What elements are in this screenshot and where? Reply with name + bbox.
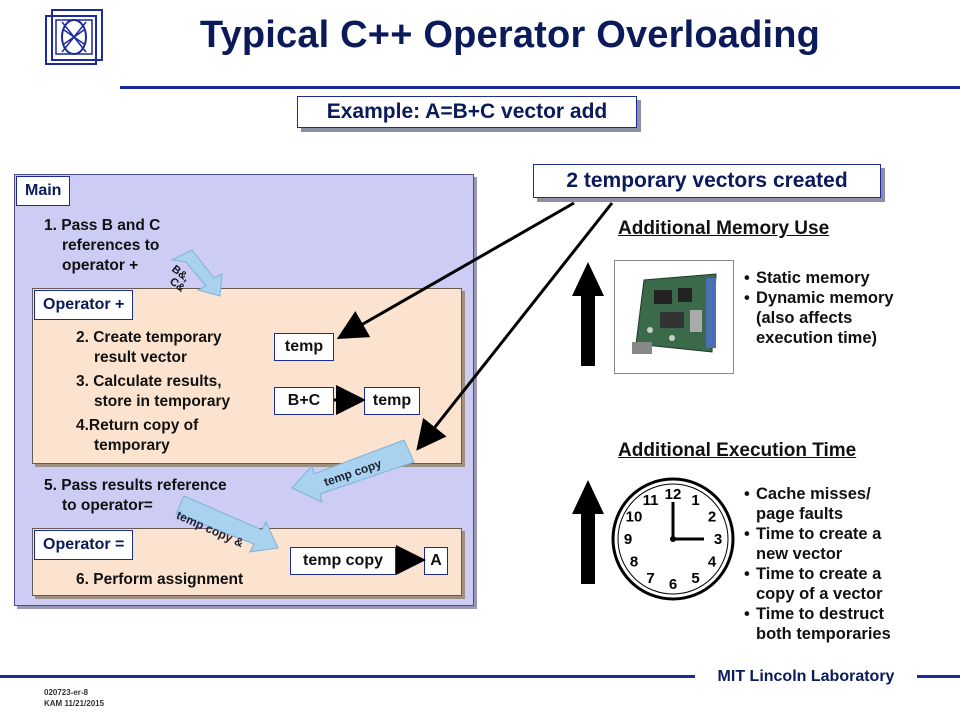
clock-number: 2 — [708, 509, 716, 526]
example-label: Example: A=B+C vector add — [297, 96, 637, 128]
operator-plus-tab: Operator + — [34, 290, 134, 320]
memory-heading: Additional Memory Use — [618, 218, 830, 239]
ref-ribbon-arrow — [170, 249, 223, 297]
clock-number: 7 — [646, 570, 654, 587]
temp-copy-ribbon-arrow — [291, 439, 415, 503]
step-6-text: 6. Perform assignment — [76, 571, 244, 588]
memory-up-arrow — [572, 262, 604, 366]
execution-bullets: Cache misses/page faults Time to create … — [744, 484, 891, 644]
title-rule — [120, 86, 960, 89]
step-5-text: 5. Pass results reference to operator= — [44, 477, 227, 514]
clock-number: 6 — [669, 576, 677, 593]
memory-bullet-dynamic: Dynamic memory (also affects execution t… — [744, 288, 894, 348]
clock-number: 5 — [691, 570, 699, 587]
step-4-text: 4.Return copy of temporary — [76, 417, 199, 454]
clock-number: 8 — [630, 554, 638, 571]
temp-cell: temp — [274, 333, 334, 361]
lab-name: MIT Lincoln Laboratory — [695, 667, 917, 687]
operator-assign-tab: Operator = — [34, 530, 134, 560]
time-up-arrow — [572, 480, 604, 584]
temp-arrow-1 — [336, 201, 575, 339]
step-1-text: 1. Pass B and C references to operator + — [44, 217, 161, 274]
temp-copy-ref-ribbon-arrow — [175, 495, 279, 553]
execution-bullet-cache: Cache misses/page faults — [744, 484, 891, 524]
slide-code: 020723-er-8 — [44, 688, 89, 697]
main-tab: Main — [16, 176, 71, 206]
clock-number: 10 — [626, 509, 643, 526]
step-2-text: 2. Create temporary result vector — [76, 329, 222, 366]
temp-result-cell: temp — [364, 387, 420, 415]
clock-number: 4 — [708, 554, 717, 571]
sum-cell: B+C — [274, 387, 334, 415]
clock-number: 9 — [624, 531, 632, 548]
clock-number: 11 — [643, 492, 659, 509]
temp-arrow-2 — [416, 202, 614, 451]
memory-bullet-static: Static memory — [744, 268, 894, 288]
circuit-board-image — [614, 260, 734, 374]
step-3-text: 3. Calculate results, store in temporary — [76, 373, 231, 410]
memory-bullets: Static memory Dynamic memory (also affec… — [744, 268, 894, 348]
lincoln-lab-logo — [45, 9, 103, 65]
clock-number: 12 — [665, 486, 682, 503]
temporaries-label: 2 temporary vectors created — [533, 164, 881, 198]
temp-copy-cell: temp copy — [290, 547, 396, 575]
a-cell: A — [424, 547, 448, 575]
execution-heading: Additional Execution Time — [618, 440, 857, 461]
slide-title: Typical C++ Operator Overloading — [199, 14, 821, 56]
slide-author-date: KAM 11/21/2015 — [44, 699, 105, 708]
footer-rule — [0, 675, 960, 678]
clock-number: 1 — [691, 492, 699, 509]
clock-number: 3 — [714, 531, 722, 548]
